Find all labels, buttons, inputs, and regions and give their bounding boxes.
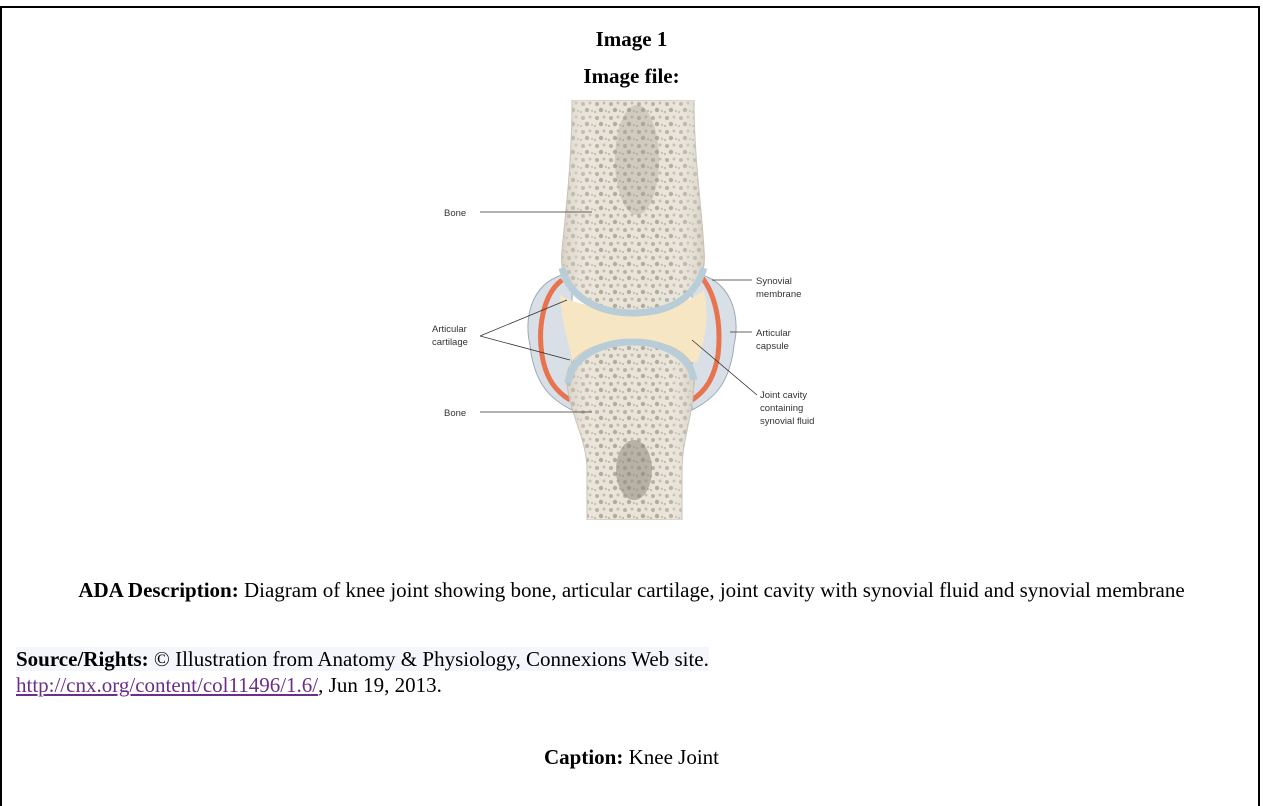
label-articular-cartilage-2: cartilage [432, 337, 468, 348]
image-file-heading: Image file: [0, 64, 1263, 88]
label-bone-top: Bone [444, 208, 466, 219]
source-label: Source/Rights: [16, 647, 149, 671]
source-text: © Illustration from Anatomy & Physiology… [154, 647, 709, 671]
label-bone-bottom: Bone [444, 408, 466, 419]
source-rights: Source/Rights: © Illustration from Anato… [16, 646, 876, 698]
source-date: , Jun 19, 2013. [318, 673, 442, 697]
label-articular-capsule-2: capsule [756, 341, 789, 352]
caption-label: Caption: [544, 745, 623, 769]
label-joint-cavity-2: containing [760, 403, 803, 414]
label-joint-cavity-1: Joint cavity [760, 390, 807, 401]
knee-joint-diagram: Bone Articular cartilage Bone Synovial m… [412, 100, 852, 520]
ada-description: ADA Description: Diagram of knee joint s… [20, 576, 1243, 604]
label-articular-cartilage-1: Articular [432, 324, 467, 335]
label-synovial-membrane-2: membrane [756, 289, 801, 300]
image-title: Image 1 [0, 27, 1263, 51]
label-joint-cavity-3: synovial fluid [760, 416, 814, 427]
source-link[interactable]: http://cnx.org/content/col11496/1.6/ [16, 673, 318, 697]
ada-text: Diagram of knee joint showing bone, arti… [244, 578, 1185, 602]
label-synovial-membrane-1: Synovial [756, 276, 792, 287]
ada-label: ADA Description: [78, 578, 238, 602]
caption: Caption: Knee Joint [0, 744, 1263, 770]
label-articular-capsule-1: Articular [756, 328, 791, 339]
caption-text: Knee Joint [629, 745, 719, 769]
